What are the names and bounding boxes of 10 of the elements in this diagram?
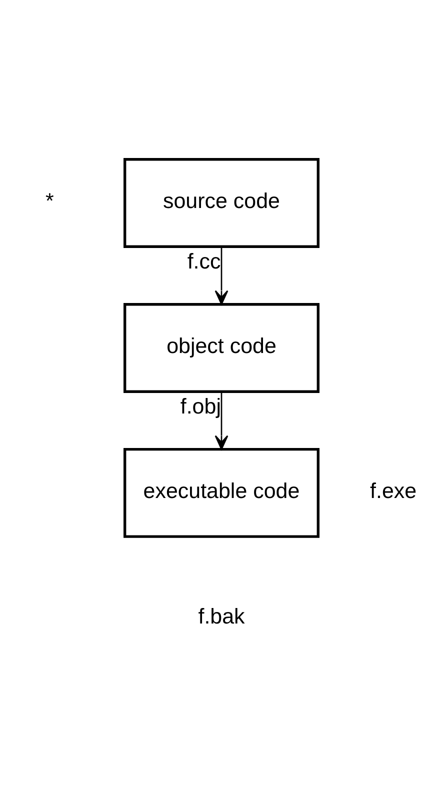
node-box: object code (124, 302, 320, 392)
edge-label: f.cc (187, 248, 221, 273)
node-box: executable code (124, 447, 320, 538)
node-box: source code (124, 158, 320, 248)
arrow (214, 246, 228, 304)
node-label: f.exe (370, 478, 417, 503)
edge-label: f.obj (180, 394, 221, 418)
label: f.bak (198, 604, 245, 628)
arrow (214, 391, 228, 450)
label: * (45, 188, 54, 213)
